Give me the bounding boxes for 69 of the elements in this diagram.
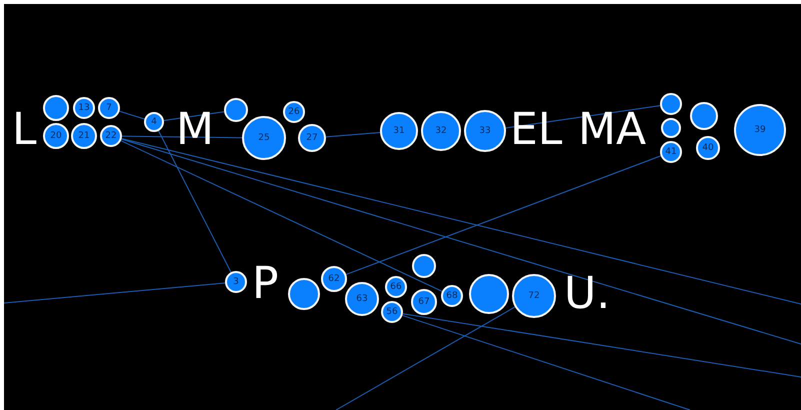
connector-line <box>121 138 801 344</box>
node-number: 32 <box>435 126 447 136</box>
node-number: 31 <box>393 126 405 136</box>
node-circle <box>411 289 437 315</box>
connector-line <box>402 313 801 378</box>
node-circle <box>690 102 718 130</box>
node-circle <box>43 95 69 121</box>
node-circle <box>298 124 326 152</box>
node-circle <box>660 141 682 163</box>
node-number: 41 <box>665 148 677 156</box>
node-circle <box>660 93 682 115</box>
node-circle <box>225 271 247 293</box>
connector-line <box>336 306 516 410</box>
connector-line <box>120 140 443 292</box>
node-circle <box>412 254 436 278</box>
node-circle <box>71 123 97 149</box>
node-circle <box>734 104 786 156</box>
node-circle <box>144 112 164 132</box>
node-circle <box>512 274 556 318</box>
node-number: 56 <box>386 308 398 316</box>
node-circle <box>381 301 403 323</box>
name-fragment: L <box>12 108 37 152</box>
connector-line <box>325 132 381 138</box>
node-circle <box>380 112 418 150</box>
node-circle <box>421 111 461 151</box>
node-number: 27 <box>306 134 318 142</box>
node-circle <box>385 276 407 298</box>
node-number: 3 <box>233 278 239 286</box>
node-circle <box>224 98 248 122</box>
connector-line <box>121 138 801 304</box>
node-number: 20 <box>50 132 62 140</box>
node-number: 13 <box>78 104 90 112</box>
node-circle <box>464 110 506 152</box>
node-circle <box>98 97 120 119</box>
connector-line <box>402 314 690 410</box>
node-circle <box>283 101 305 123</box>
node-number: 22 <box>105 132 117 140</box>
node-number: 4 <box>151 118 157 126</box>
node-circle <box>288 278 320 310</box>
node-circle <box>661 118 681 138</box>
node-number: 26 <box>288 108 300 116</box>
node-number: 63 <box>356 294 368 304</box>
node-number: 66 <box>390 282 402 292</box>
node-number: 67 <box>418 298 430 306</box>
node-number: 62 <box>328 274 340 284</box>
node-circle <box>242 116 286 160</box>
connector-line <box>158 130 232 273</box>
node-number: 40 <box>702 144 714 152</box>
node-number: 72 <box>528 292 540 300</box>
node-circle <box>43 123 69 149</box>
node-number: 21 <box>78 132 90 140</box>
node-circle <box>441 285 463 307</box>
node-number: 7 <box>106 104 112 112</box>
node-circle <box>321 266 347 292</box>
name-fragment: U. <box>564 272 610 316</box>
node-circle <box>469 274 509 314</box>
node-circle <box>345 282 379 316</box>
name-fragment: MA <box>578 108 646 152</box>
node-number: 33 <box>479 126 491 136</box>
name-fragment: P <box>252 262 279 306</box>
node-number: 25 <box>258 134 270 142</box>
node-circle <box>73 97 95 119</box>
node-circle <box>696 136 720 160</box>
connector-line <box>4 282 226 304</box>
node-circle <box>100 125 122 147</box>
connector-line <box>119 110 145 120</box>
connector-line <box>346 155 662 275</box>
node-number: 68 <box>446 292 458 300</box>
node-number: 39 <box>754 126 766 134</box>
